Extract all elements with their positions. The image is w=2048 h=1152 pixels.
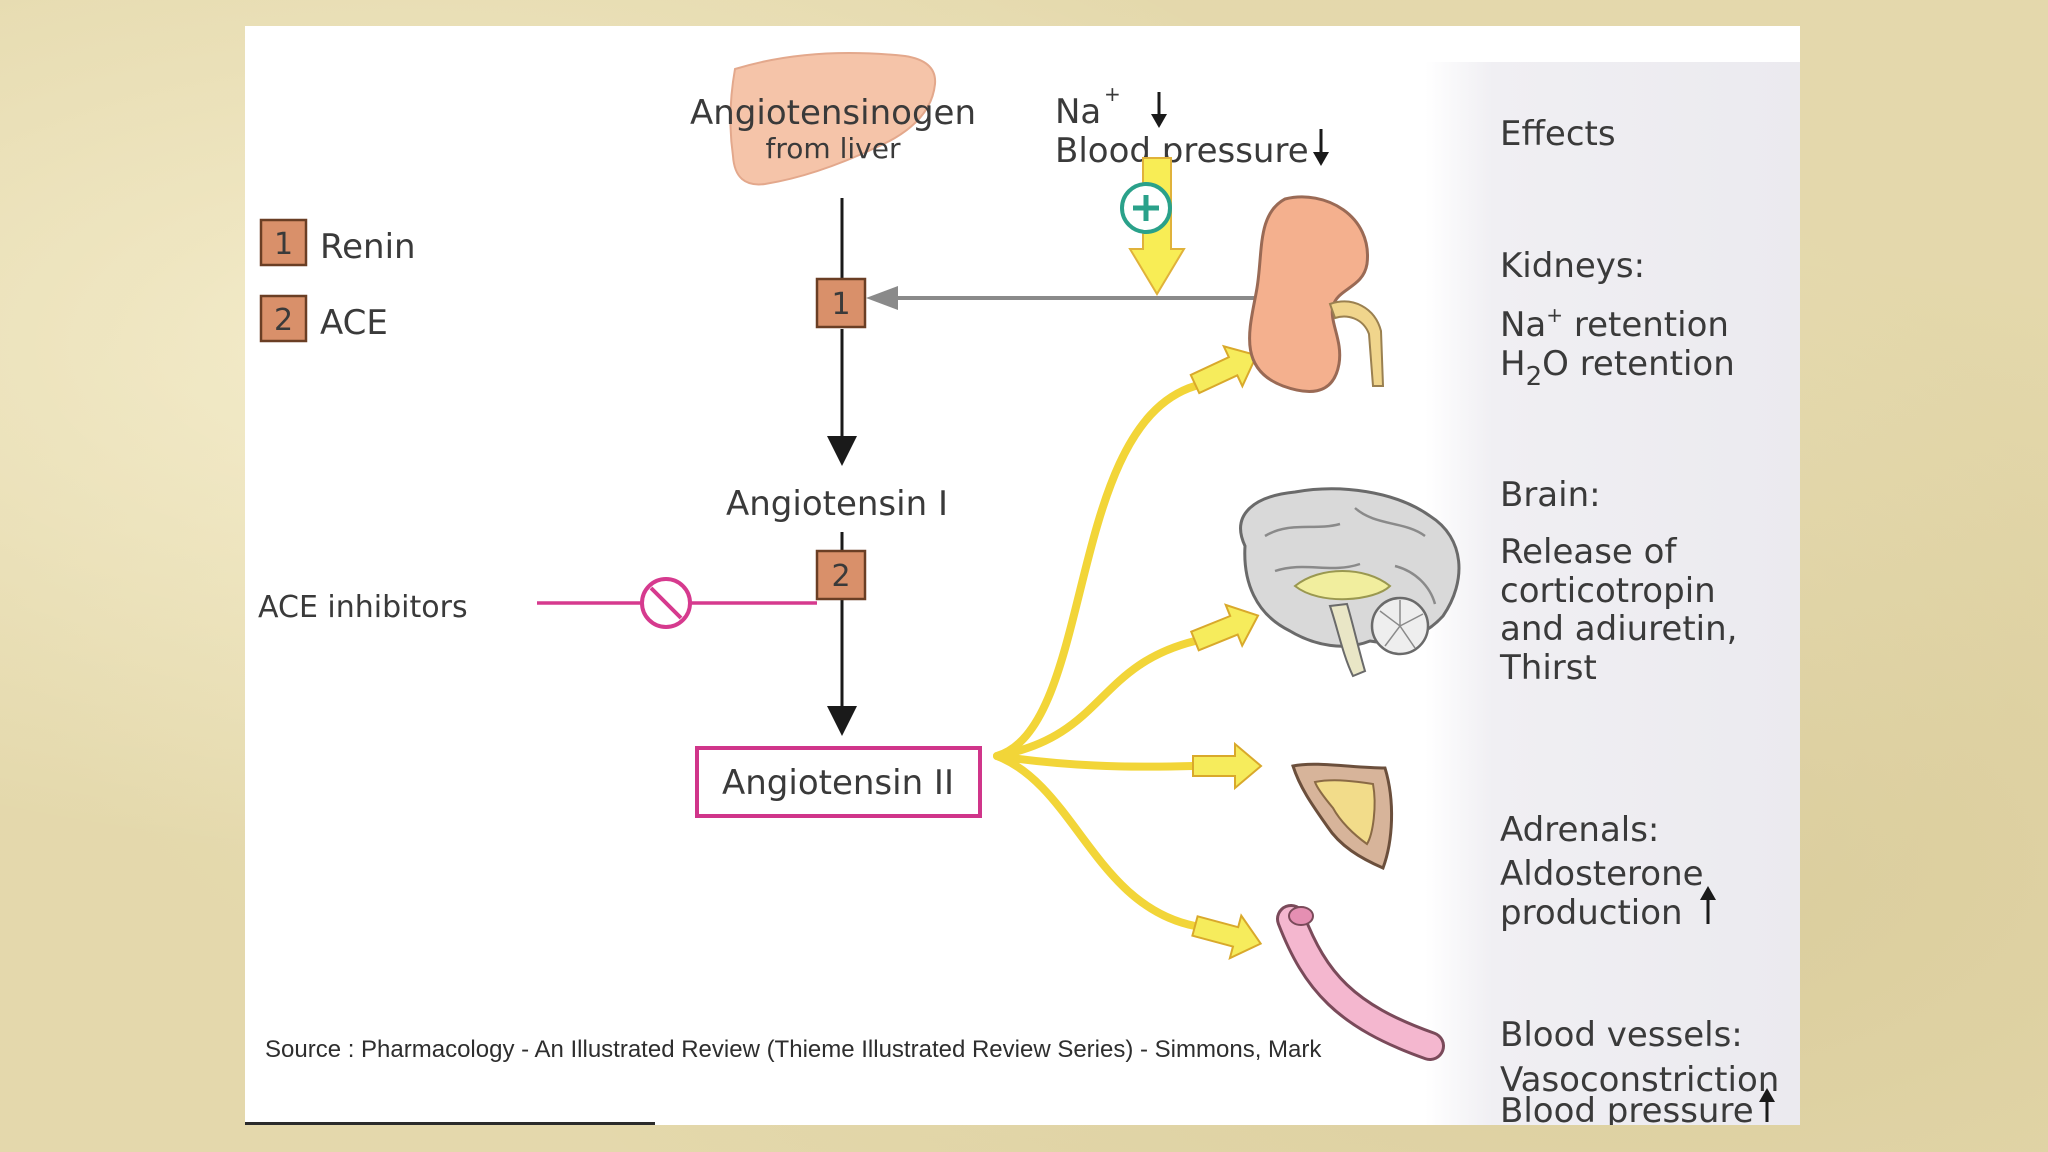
curve-to-adrenals (993, 752, 1197, 771)
brain-effect-line-1: Release of (1500, 532, 1677, 572)
arrow-to-angiotensin2 (827, 706, 857, 736)
adrenals-effect-line-2: production (1500, 893, 1683, 933)
kidneys-water-retention: H2O retention (1500, 344, 1735, 392)
brain-effect-line-4: Thirst (1499, 648, 1597, 688)
from-liver-label: from liver (766, 132, 901, 165)
liver-icon (729, 51, 937, 186)
vessels-title: Blood vessels: (1500, 1015, 1743, 1055)
effects-heading: Effects (1500, 114, 1616, 154)
arrow-to-adrenals (1192, 741, 1263, 791)
renin-step-number: 1 (831, 287, 850, 322)
legend-ace-number: 2 (274, 303, 293, 338)
sodium-label: Na (1055, 92, 1101, 132)
curve-to-brain (993, 637, 1199, 760)
kidneys-sodium-retention: Na+ retention (1500, 303, 1729, 345)
legend-ace-box (259, 294, 308, 343)
curve-to-vessels (993, 752, 1199, 930)
adrenal-icon (1291, 762, 1394, 871)
arrow-to-vessels (1191, 913, 1263, 960)
brain-effect-line-3: and adiuretin, (1500, 609, 1737, 649)
sodium-charge: + (1104, 82, 1121, 106)
sodium-down-arrow (1151, 92, 1167, 128)
adrenals-title: Adrenals: (1500, 810, 1659, 850)
effect-arrows (1189, 344, 1263, 960)
source-citation: Source : Pharmacology - An Illustrated R… (265, 1036, 1322, 1063)
curve-to-kidneys (993, 382, 1199, 760)
legend-item-ace: 2 ACE (259, 294, 388, 343)
brain-effect: Brain: Release of corticotropin and adiu… (1499, 475, 1737, 688)
angiotensin1-label: Angiotensin I (726, 484, 948, 524)
angiotensin2-box (695, 746, 982, 818)
legend-item-renin: 1 Renin (259, 218, 416, 267)
brain-icon (1239, 487, 1461, 678)
legend-renin-label: Renin (320, 227, 416, 267)
angiotensinogen-label: Angiotensinogen (690, 93, 976, 133)
kidneys-title: Kidneys: (1500, 246, 1645, 286)
legend-renin-number: 1 (274, 227, 293, 262)
angiotensin2-label: Angiotensin II (722, 763, 954, 803)
kidneys-effect: Kidneys: Na+ retention H2O retention (1500, 246, 1735, 392)
source-underline (245, 1122, 655, 1125)
arrow-to-kidneys (1189, 344, 1259, 395)
arrow-to-brain (1189, 603, 1260, 652)
ace-step-box (815, 549, 867, 601)
ace-step-number: 2 (831, 559, 850, 594)
effects-panel (1425, 62, 1800, 1125)
blood-pressure-up-arrow (1759, 1088, 1775, 1122)
effect-curves (993, 382, 1199, 930)
brain-title: Brain: (1500, 475, 1601, 515)
kidney-feedback-arrowhead (866, 286, 898, 310)
legend-renin-box (259, 218, 308, 267)
renin-step-box (815, 277, 867, 329)
blood-pressure-label: Blood pressure (1055, 131, 1309, 171)
plus-icon (1120, 182, 1172, 234)
adrenals-effect-line-1: Aldosterone (1500, 854, 1704, 894)
blood-vessel-icon (1276, 904, 1445, 1061)
legend-ace-label: ACE (320, 303, 388, 343)
vessels-effect-line-1: Vasoconstriction (1500, 1060, 1779, 1100)
kidney-icon (1248, 195, 1385, 394)
blood-pressure-down-arrow (1313, 129, 1329, 166)
brain-effect-line-2: corticotropin (1500, 571, 1716, 611)
blocked-icon (640, 577, 692, 629)
diagram-slide: 1 Renin 2 ACE Angiotensinogen from liver… (245, 26, 1800, 1125)
arrow-to-angiotensin1 (827, 436, 857, 466)
raas-diagram: 1 Renin 2 ACE Angiotensinogen from liver… (258, 51, 1779, 1125)
vessels-effect: Blood vessels: Vasoconstriction Blood pr… (1500, 1015, 1779, 1125)
vessels-effect-line-2: Blood pressure (1500, 1091, 1754, 1125)
ace-inhibitors-label: ACE inhibitors (258, 590, 468, 625)
adrenals-effect: Adrenals: Aldosterone production (1500, 810, 1716, 933)
legend: 1 Renin 2 ACE (259, 218, 416, 343)
aldosterone-up-arrow (1700, 886, 1716, 924)
